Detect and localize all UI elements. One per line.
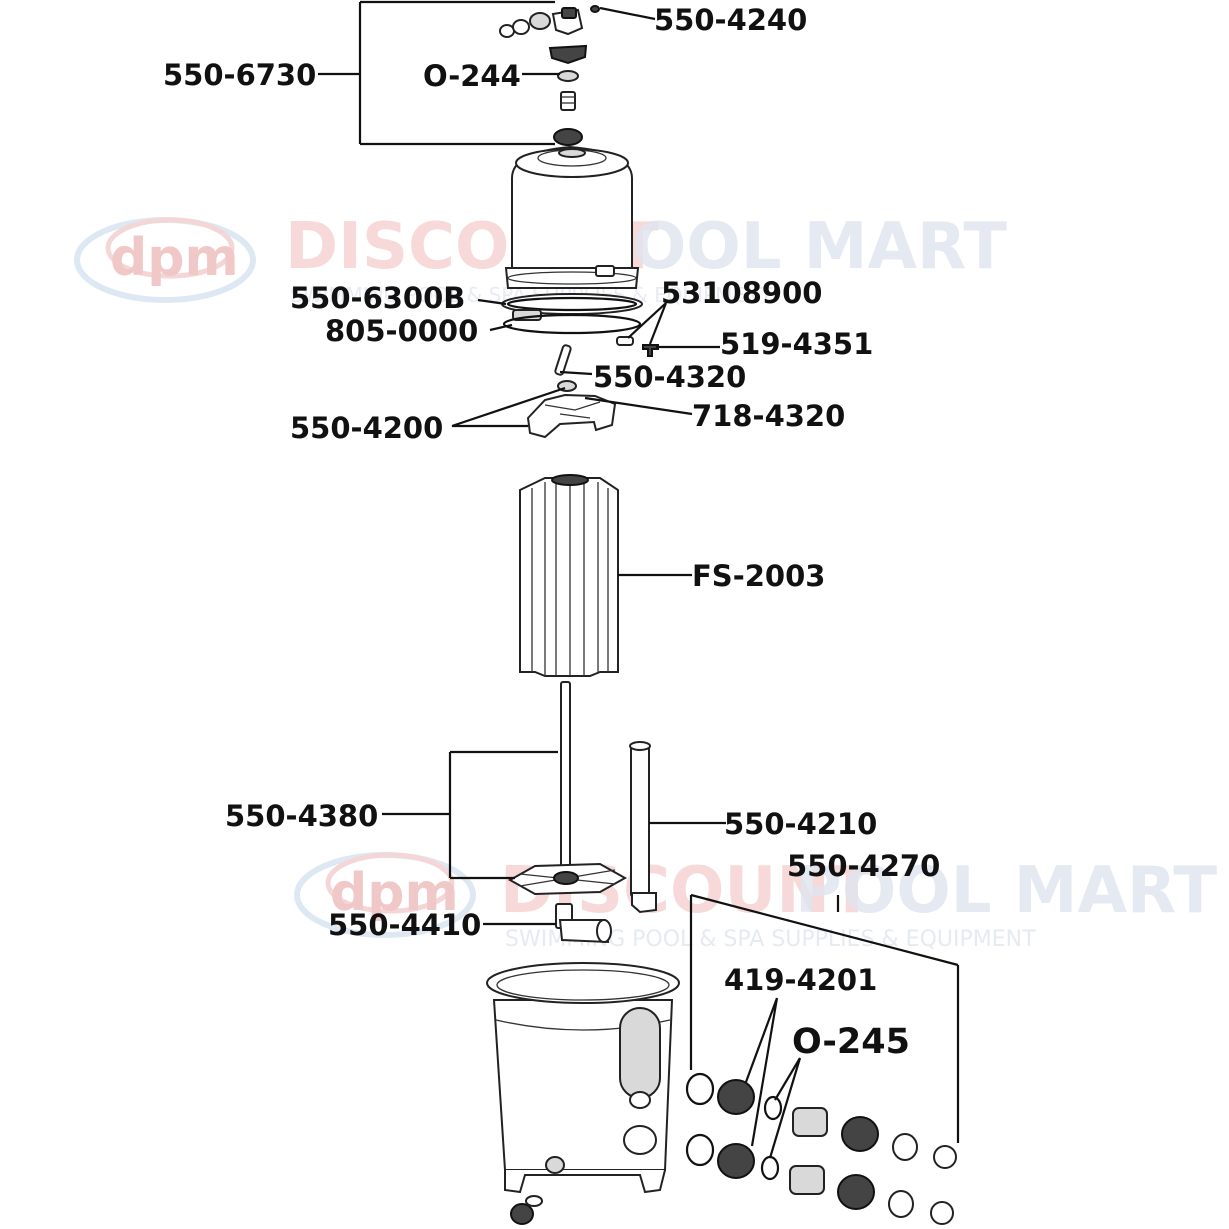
part-label-419-4201: 419-4201 — [724, 963, 877, 997]
watermark-brand-part2: POOL MART — [585, 210, 1007, 284]
part-label-o-245: O-245 — [792, 1022, 910, 1062]
part-label-805-0000: 805-0000 — [325, 314, 478, 348]
part-label-o-244: O-244 — [423, 59, 521, 93]
lateral-assembly-drawing — [507, 681, 628, 896]
watermark-logo-text: dpm — [110, 228, 239, 288]
part-label-550-6300b: 550-6300B — [290, 281, 465, 315]
filter-cartridge-drawing — [519, 474, 619, 677]
part-label-718-4320: 718-4320 — [692, 399, 845, 433]
part-label-550-4410: 550-4410 — [328, 908, 481, 942]
watermark-brand-part2: POOL MART — [795, 854, 1217, 928]
part-label-550-4210: 550-4210 — [724, 807, 877, 841]
leader-lines — [318, 0, 960, 1159]
air-relief-assembly-drawing — [499, 5, 600, 146]
union-fittings-drawing — [685, 1072, 957, 1225]
clamp-and-oring-drawing — [501, 293, 659, 357]
part-label-53108900: 53108900 — [661, 276, 822, 310]
watermark-logo-icon: dpm — [74, 217, 256, 303]
part-label-550-4380: 550-4380 — [225, 799, 378, 833]
manifold-top-drawing — [526, 344, 617, 439]
tank-body-drawing — [486, 962, 680, 1225]
part-label-550-6730: 550-6730 — [163, 58, 316, 92]
tank-lid-drawing — [504, 145, 640, 289]
bottom-elbow-drawing — [555, 903, 612, 944]
part-label-fs-2003: FS-2003 — [692, 559, 825, 593]
watermark-logo-text: dpm — [330, 863, 459, 923]
watermark-bottom: dpm DISCOUNT POOL MART SWIMMING POOL & S… — [294, 852, 1217, 952]
part-label-550-4320: 550-4320 — [593, 360, 746, 394]
standpipe-drawing — [629, 741, 657, 914]
part-label-550-4270: 550-4270 — [787, 849, 940, 883]
part-label-519-4351: 519-4351 — [720, 327, 873, 361]
part-labels: 550-4240 550-6730 O-244 550-6300B 805-00… — [163, 3, 940, 1062]
watermark-logo-icon: dpm — [294, 852, 476, 938]
part-label-550-4200: 550-4200 — [290, 411, 443, 445]
part-label-550-4240: 550-4240 — [654, 3, 807, 37]
